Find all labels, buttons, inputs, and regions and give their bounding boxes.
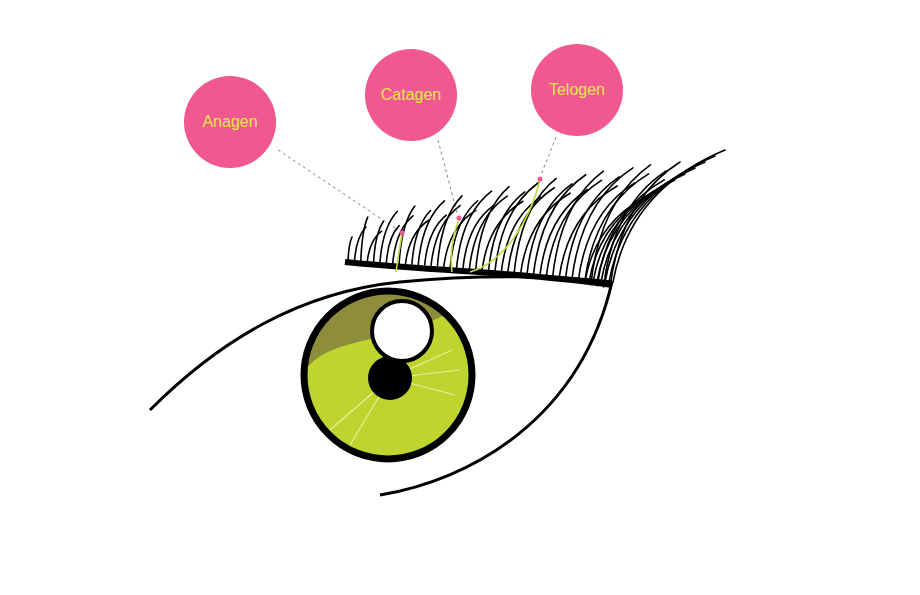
phase-label: Anagen	[202, 113, 257, 131]
leader-line	[438, 140, 457, 213]
eye	[150, 150, 725, 495]
phase-label: Catagen	[381, 86, 442, 104]
pointer-dot	[538, 177, 543, 182]
phase-circle: Telogen	[531, 44, 623, 136]
pointer-dot	[400, 231, 405, 236]
eyelash	[412, 211, 431, 265]
phase-label: Telogen	[549, 81, 605, 99]
leader-line	[541, 137, 556, 175]
anagen-lash	[396, 235, 402, 272]
eyelash	[597, 174, 685, 282]
lower-lid	[380, 282, 612, 495]
telogen-lash	[470, 180, 540, 272]
upper-lid	[150, 277, 612, 410]
iris-rays	[330, 350, 460, 445]
leader-lines	[278, 137, 556, 230]
eyelash	[348, 237, 352, 262]
eyelash	[508, 188, 555, 273]
iris	[304, 291, 472, 459]
eyelash	[613, 150, 725, 282]
pointer-dot	[457, 216, 462, 221]
eyelash	[393, 216, 413, 264]
phase-circle: Anagen	[184, 76, 276, 168]
eyelashes	[348, 150, 725, 288]
eyelash	[361, 217, 368, 262]
eyelash	[380, 211, 397, 262]
phase-circle: Catagen	[365, 49, 457, 141]
eyelash	[469, 196, 507, 268]
eyelash	[418, 201, 444, 265]
eyelash	[593, 180, 675, 282]
leader-line	[278, 150, 398, 230]
eyelash	[609, 156, 715, 282]
eyelash	[601, 168, 695, 282]
iris-outline	[304, 291, 472, 459]
eyelash	[374, 221, 384, 262]
eyelash	[533, 175, 585, 276]
eye-highlight	[372, 301, 432, 361]
eyelash	[605, 162, 705, 282]
catagen-lash	[451, 220, 459, 272]
